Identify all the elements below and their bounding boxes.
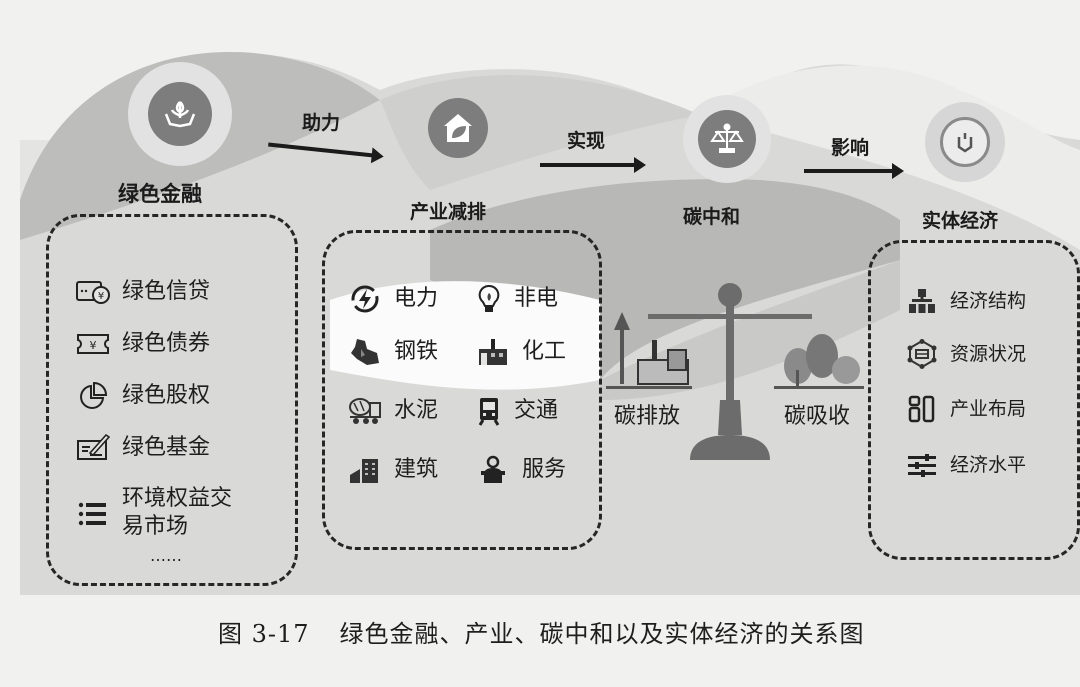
arrow-label-realize: 实现 (567, 130, 606, 152)
building-icon (348, 455, 382, 485)
list-item-label: 绿色股权 (122, 383, 211, 408)
industry-item-steel: 钢铁 (348, 337, 438, 367)
pen-document-icon (76, 433, 110, 463)
economy-item-structure: 经济结构 (906, 286, 1026, 316)
list-item-label: 绿色基金 (122, 435, 211, 460)
economy-item-layout: 产业布局 (906, 394, 1026, 424)
list-item-green-bond: ¥ 绿色债券 (76, 329, 210, 359)
list-item-label: 环境权益交易市场 (122, 486, 233, 539)
real-economy-box (868, 240, 1080, 560)
layout-blocks-icon (906, 394, 938, 424)
eco-house-icon (420, 90, 496, 166)
pie-chart-icon (76, 381, 110, 411)
economy-item-resources: 资源状况 (906, 339, 1026, 369)
list-item-label: 绿色信贷 (122, 279, 211, 304)
figure-caption-text: 绿色金融、产业、碳中和以及实体经济的关系图 (339, 620, 865, 648)
hexagon-cube-icon (925, 102, 1005, 182)
figure-caption: 图 3-17 绿色金融、产业、碳中和以及实体经济的关系图 (218, 614, 865, 649)
carbon-balance-scale-illustration (606, 283, 864, 460)
steel-ladle-icon (348, 337, 382, 367)
emission-sources-icon (614, 312, 689, 385)
list-item-green-fund: 绿色基金 (76, 433, 210, 463)
industry-item-construction: 建筑 (348, 455, 438, 485)
card-yen-icon: ¥ (76, 277, 110, 307)
list-item-green-credit: ¥ 绿色信贷 (76, 277, 210, 307)
plant-in-hands-icon (128, 62, 232, 166)
svg-text:¥: ¥ (98, 291, 104, 302)
sliders-icon (906, 450, 938, 480)
arrow-label-assist: 助力 (302, 112, 341, 134)
industry-box (322, 230, 602, 550)
carbon-absorption-label: 碳吸收 (784, 404, 851, 429)
green-finance-box (46, 214, 298, 586)
cement-truck-icon (348, 396, 382, 426)
lightning-icon (348, 284, 382, 314)
figure-number: 图 3-17 (218, 620, 310, 648)
network-hexagon-icon (906, 339, 938, 369)
ticket-yen-icon: ¥ (76, 329, 110, 359)
train-icon (476, 396, 502, 426)
industry-item-transport: 交通 (476, 396, 558, 426)
industry-item-power: 电力 (348, 284, 438, 314)
node-title-real-economy: 实体经济 (922, 210, 999, 232)
carbon-emission-label: 碳排放 (614, 404, 681, 429)
list-item-env-rights-market: 环境权益交易市场 (76, 485, 232, 541)
svg-text:¥: ¥ (90, 339, 97, 352)
list-item-label: 绿色债券 (122, 331, 211, 356)
economy-item-level: 经济水平 (906, 450, 1026, 480)
list-item-green-equity: 绿色股权 (76, 381, 210, 411)
trees-absorption-icon (784, 334, 860, 386)
service-desk-icon (476, 455, 510, 485)
node-title-carbon-neutrality: 碳中和 (683, 206, 741, 228)
relationship-diagram: 绿色金融 产业减排 碳中和 实体经济 助力 实现 影响 ¥ 绿色信贷 ¥ 绿色债… (0, 0, 1080, 610)
arrow-label-influence: 影响 (831, 137, 870, 159)
industry-item-non-power: 非电 (476, 284, 558, 314)
light-bulb-icon (476, 284, 502, 314)
node-title-industry-reduction: 产业减排 (410, 201, 487, 223)
node-title-green-finance: 绿色金融 (118, 182, 202, 206)
factory-icon (476, 337, 510, 367)
industry-item-cement: 水泥 (348, 396, 438, 426)
industry-item-service: 服务 (476, 455, 566, 485)
industry-item-chemical: 化工 (476, 337, 566, 367)
balance-scale-icon (683, 95, 771, 183)
hierarchy-icon (906, 286, 938, 316)
list-icon (76, 499, 110, 529)
arrow-influence (804, 163, 904, 179)
list-item-ellipsis: …… (150, 546, 182, 565)
arrow-realize (540, 157, 646, 173)
